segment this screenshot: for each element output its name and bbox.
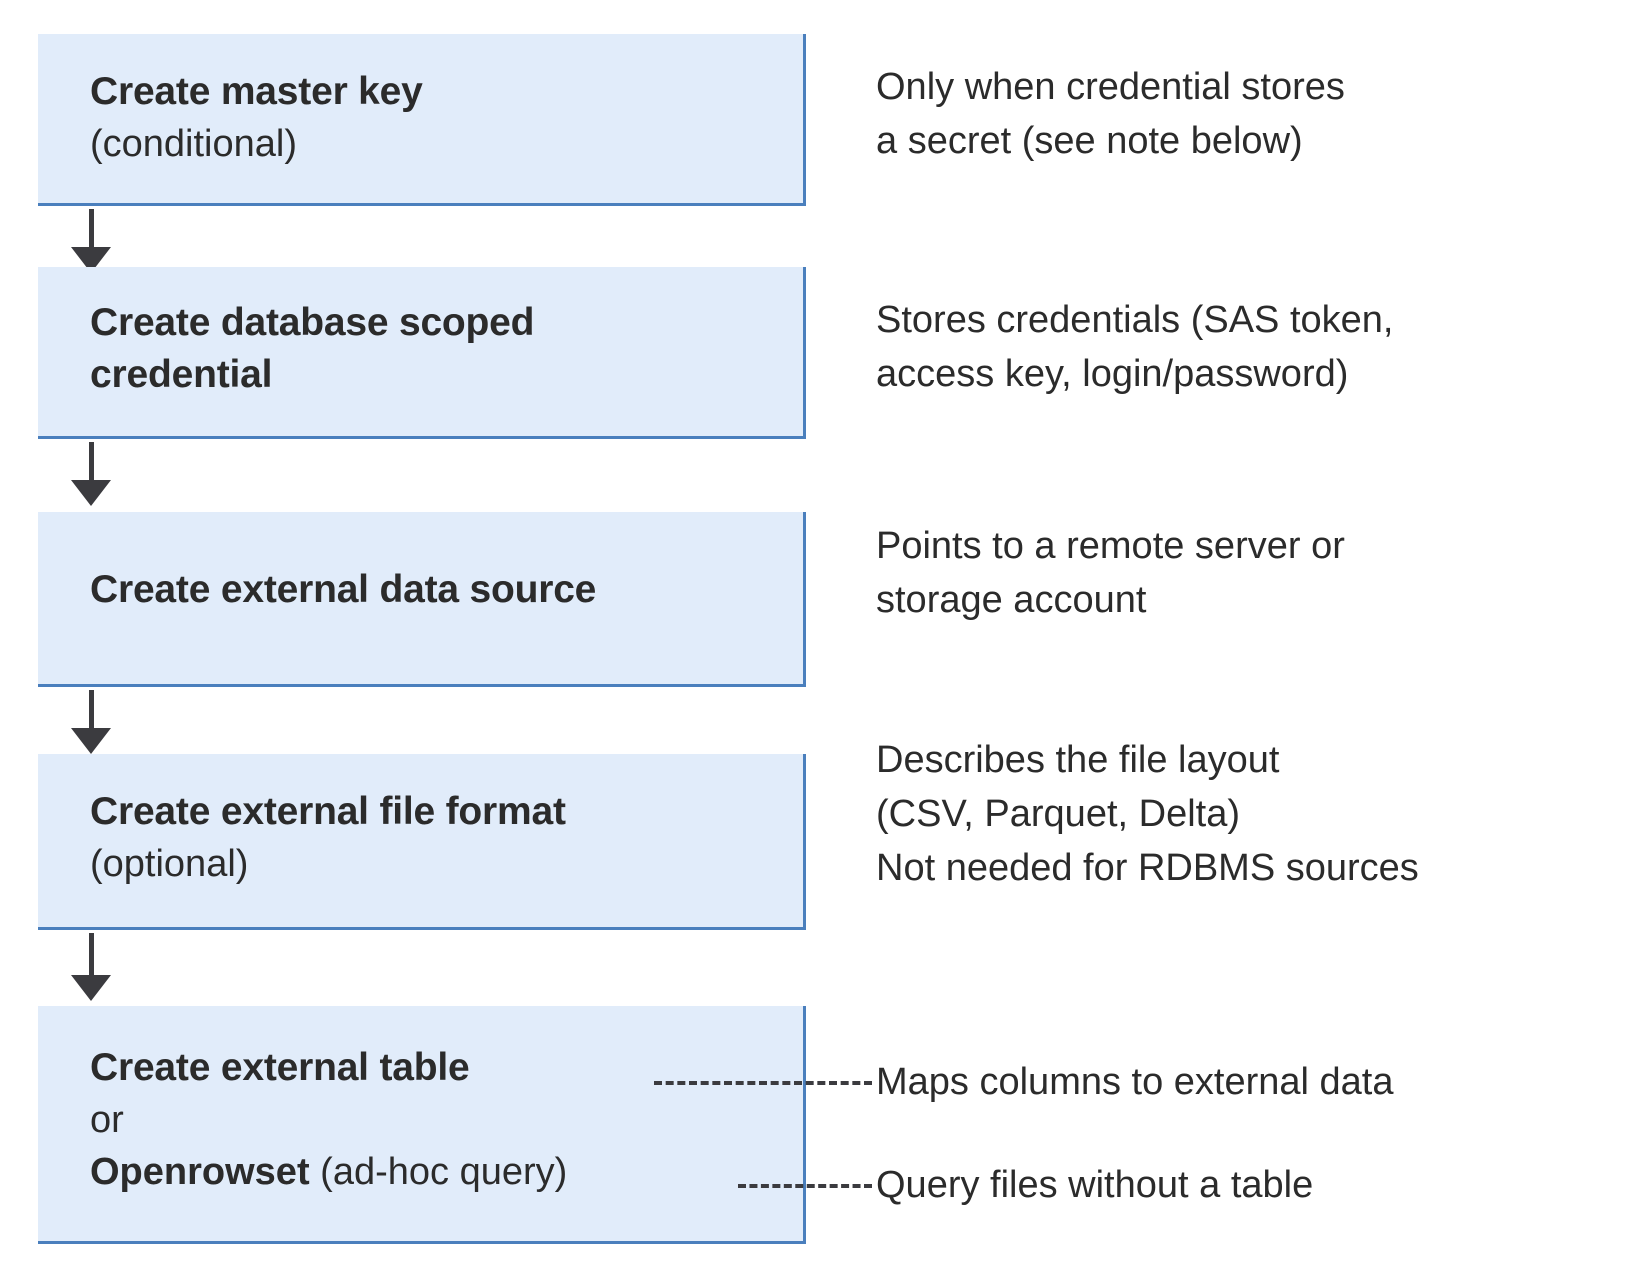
note-4-line-2: (CSV, Parquet, Delta) [876, 793, 1240, 835]
note-1-line-2: a secret (see note below) [876, 120, 1303, 162]
arrow-stem [89, 209, 94, 251]
step-5-separator: or [90, 1099, 124, 1141]
note-2-line-2: access key, login/password) [876, 353, 1349, 395]
arrow-head-icon [71, 728, 111, 754]
step-4-subtitle: (optional) [90, 843, 249, 885]
note-create-external-file-format: Describes the file layout (CSV, Parquet,… [876, 733, 1419, 895]
step-5-alt-title: Openrowset [90, 1151, 310, 1193]
step-3-title: Create external data source [90, 568, 597, 611]
arrow-step1-to-step2 [71, 209, 111, 273]
note-query-files: Query files without a table [876, 1158, 1313, 1212]
arrow-head-icon [71, 975, 111, 1001]
arrow-stem [89, 442, 94, 484]
step-box-create-external-table-or-openrowset[interactable]: Create external table or Openrowset (ad-… [38, 1006, 806, 1244]
note-create-database-scoped-credential: Stores credentials (SAS token, access ke… [876, 293, 1393, 401]
arrow-step4-to-step5 [71, 933, 111, 1003]
arrow-head-icon [71, 480, 111, 506]
step-box-create-master-key[interactable]: Create master key (conditional) [38, 34, 806, 206]
note-4-line-1: Describes the file layout [876, 739, 1280, 781]
step-5-alt-line: Openrowset (ad-hoc query) [90, 1146, 791, 1198]
step-4-text-block: Create external file format (optional) [90, 786, 791, 890]
note-5-line-1: Maps columns to external data [876, 1061, 1394, 1103]
step-2-title-line-2: credential [90, 353, 273, 396]
note-2-line-1: Stores credentials (SAS token, [876, 299, 1394, 341]
step-4-title: Create external file format [90, 790, 566, 833]
step-5-text-block: Create external table or Openrowset (ad-… [90, 1002, 791, 1198]
step-5-alt-suffix: (ad-hoc query) [309, 1151, 568, 1193]
arrow-stem [89, 933, 94, 979]
note-4-line-3: Not needed for RDBMS sources [876, 847, 1419, 889]
step-3-text-block: Create external data source [90, 564, 791, 616]
arrow-step2-to-step3 [71, 442, 111, 506]
step-box-create-database-scoped-credential[interactable]: Create database scoped credential [38, 267, 806, 439]
note-3-line-2: storage account [876, 579, 1147, 621]
note-create-master-key: Only when credential stores a secret (se… [876, 60, 1345, 168]
arrow-stem [89, 690, 94, 732]
arrow-step3-to-step4 [71, 690, 111, 754]
step-box-create-external-file-format[interactable]: Create external file format (optional) [38, 754, 806, 930]
step-1-subtitle: (conditional) [90, 123, 297, 165]
dashed-connector-openrowset [738, 1184, 872, 1188]
step-5-title: Create external table [90, 1046, 470, 1089]
step-1-text-block: Create master key (conditional) [90, 66, 791, 170]
step-1-title: Create master key [90, 70, 423, 113]
note-create-external-data-source: Points to a remote server or storage acc… [876, 519, 1345, 627]
step-box-create-external-data-source[interactable]: Create external data source [38, 512, 806, 687]
note-1-line-1: Only when credential stores [876, 66, 1345, 108]
note-3-line-1: Points to a remote server or [876, 525, 1345, 567]
note-5-line-2: Query files without a table [876, 1164, 1314, 1206]
dashed-connector-external-table [654, 1081, 872, 1085]
note-maps-columns: Maps columns to external data [876, 1055, 1394, 1109]
step-2-title: Create database scoped [90, 301, 535, 344]
step-2-text-block: Create database scoped credential [90, 297, 791, 401]
